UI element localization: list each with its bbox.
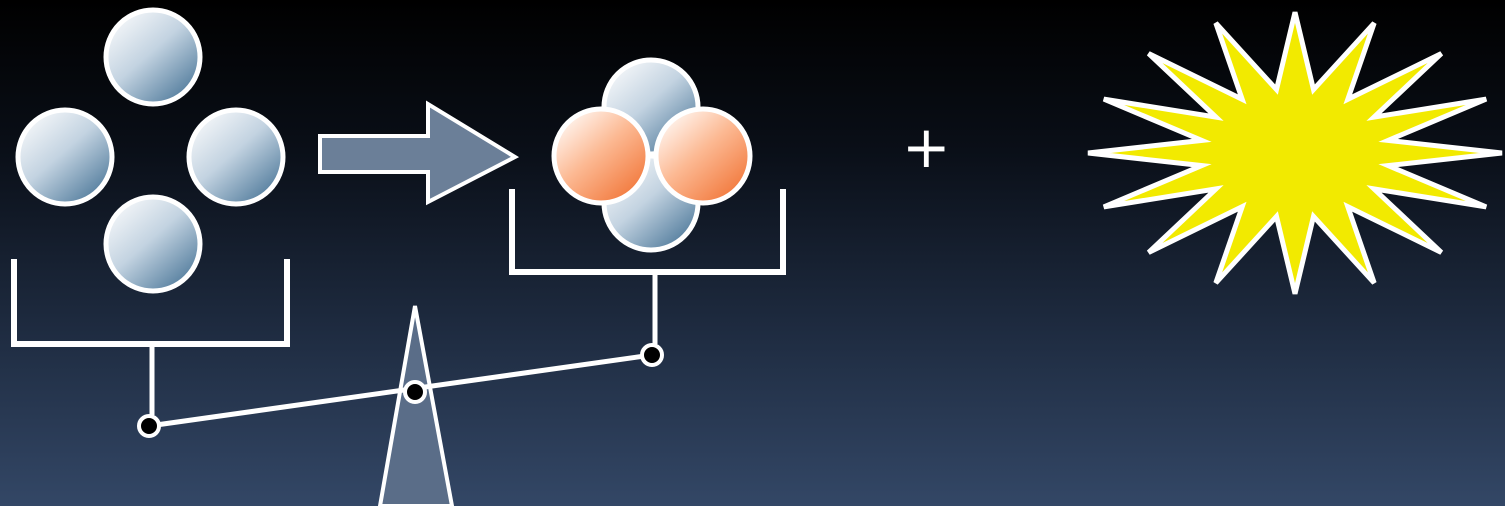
fused-nucleus-group [551,57,753,253]
fulcrum [377,305,455,506]
particle-bottom [103,194,203,294]
separate-particles-group [15,7,286,294]
particle-right [186,107,286,207]
particle-left [15,107,115,207]
starburst-icon [1087,11,1503,295]
center-pivot [403,380,427,404]
particle-top [103,7,203,107]
left-pivot [137,414,161,438]
plus-sign: + [902,113,951,181]
balance-scale-icon [11,189,786,506]
arrow-right-icon [318,100,520,206]
right-pivot [640,343,664,367]
scale-beam [148,352,653,429]
right-pan [509,189,786,275]
nucleus-particle-left [551,106,651,206]
nucleus-particle-right [653,106,753,206]
